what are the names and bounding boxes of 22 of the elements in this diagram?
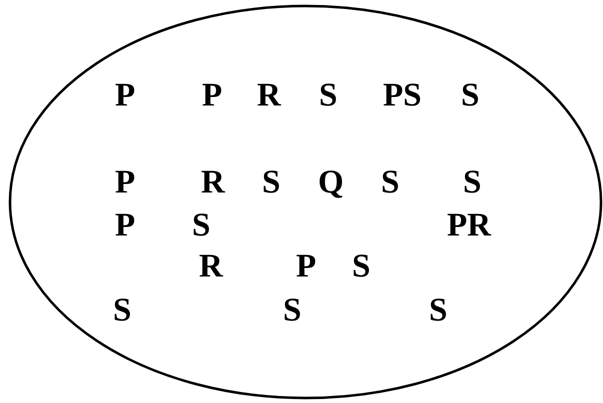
- letter-label: S: [319, 80, 338, 112]
- letter-label: P: [296, 250, 316, 284]
- letter-label: P: [115, 166, 136, 200]
- letter-label: S: [192, 210, 210, 242]
- ellipse-region: [8, 4, 603, 400]
- letter-label: S: [113, 294, 132, 328]
- letter-label: P: [115, 80, 136, 112]
- letter-label: R: [201, 166, 225, 200]
- letter-label: S: [461, 80, 480, 112]
- letter-label: S: [429, 294, 448, 328]
- letter-label: PR: [447, 210, 491, 242]
- letter-label: S: [381, 166, 400, 200]
- letter-label: S: [352, 250, 370, 284]
- letter-label: S: [283, 294, 302, 328]
- letter-label: P: [202, 80, 222, 112]
- letter-label: PS: [383, 80, 422, 112]
- letter-label: S: [262, 166, 280, 200]
- letter-label: P: [115, 210, 136, 242]
- letter-label: Q: [318, 166, 344, 200]
- letter-label: R: [257, 80, 281, 112]
- letter-label: R: [199, 250, 223, 284]
- letter-label: S: [463, 166, 482, 200]
